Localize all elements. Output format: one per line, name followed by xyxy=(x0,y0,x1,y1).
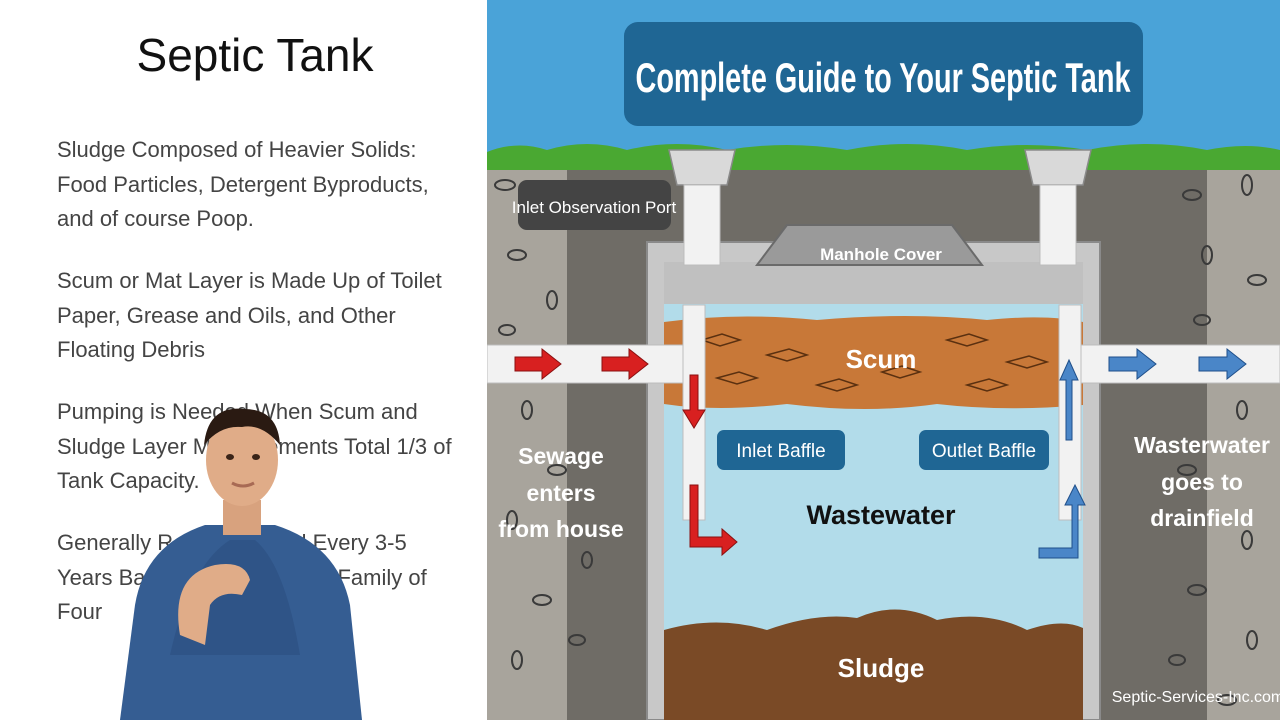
outlet-flow-arrows xyxy=(1038,347,1247,559)
drainfield-label-line3: drainfield xyxy=(1150,505,1254,531)
bullet-sludge: Sludge Composed of Heavier Solids: Food … xyxy=(57,137,429,231)
outlet-arrow-icon xyxy=(1108,347,1157,381)
grass xyxy=(487,144,1280,172)
outlet-up-arrow-icon xyxy=(1059,358,1079,441)
drainfield-label-line1: Wasterwater xyxy=(1134,432,1270,458)
inlet-baffle-label-box xyxy=(717,430,845,470)
scum-texture xyxy=(699,333,1050,392)
inlet-down-arrow-icon xyxy=(682,374,706,429)
inlet-observation-port xyxy=(683,184,721,266)
outlet-baffle-label-box xyxy=(919,430,1049,470)
scum-label: Scum xyxy=(846,344,917,374)
outlet-pipe xyxy=(1058,344,1280,384)
manhole-label: Manhole Cover xyxy=(820,245,942,264)
sewage-label-line1: Sewage xyxy=(518,443,604,469)
inlet-baffle-label: Inlet Baffle xyxy=(736,441,825,462)
bullet-scum: Scum or Mat Layer is Made Up of Toilet P… xyxy=(57,268,442,362)
inlet-port-label: Inlet Observation Port xyxy=(512,198,677,217)
wastewater-label: Wastewater xyxy=(806,500,956,530)
outlet-bend-arrow-icon xyxy=(1038,483,1086,559)
inlet-arrow-icon xyxy=(601,347,649,381)
slide-text-panel: Septic Tank Sludge Composed of Heavier S… xyxy=(0,0,487,720)
outlet-arrow-icon xyxy=(1198,347,1247,381)
manhole-cover xyxy=(755,224,984,266)
sludge-label: Sludge xyxy=(838,653,925,683)
inlet-arrow-icon xyxy=(514,347,562,381)
outlet-observation-port xyxy=(1039,184,1077,266)
presenter-video-overlay xyxy=(120,408,362,720)
sewage-label-line3: from house xyxy=(498,516,623,542)
scum-layer xyxy=(664,316,1083,409)
source-credit: Septic-Services-Inc.com xyxy=(1112,689,1280,706)
septic-tank-diagram: Manhole Cover Scum Sludge Wastewater xyxy=(487,0,1280,720)
sludge-layer xyxy=(664,609,1083,720)
inlet-port-label-box xyxy=(518,180,671,230)
diagram-title: Complete Guide to Your Septic Tank xyxy=(636,54,1131,101)
sewage-label-line2: enters xyxy=(526,480,595,506)
drainfield-label-line2: goes to xyxy=(1161,469,1243,495)
tank-air-gap xyxy=(664,262,1083,304)
slide-title: Septic Tank xyxy=(136,29,374,81)
inlet-bend-arrow-icon xyxy=(689,484,738,557)
diagram-title-banner xyxy=(624,22,1143,126)
inlet-flow-arrows xyxy=(514,347,738,557)
outlet-baffle-label: Outlet Baffle xyxy=(932,441,1036,462)
